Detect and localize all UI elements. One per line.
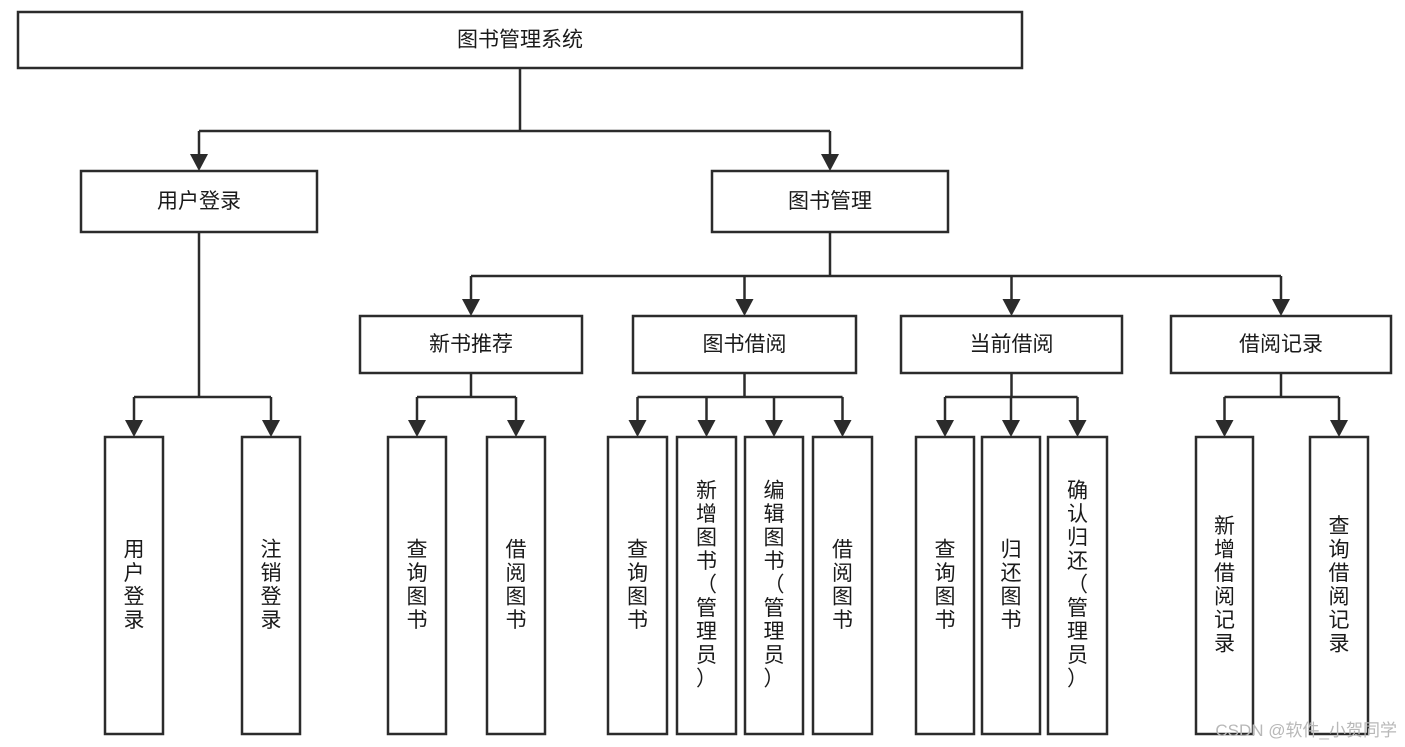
node-label: 当前借阅: [970, 333, 1054, 356]
node-box: [710, 169, 950, 234]
node-label: 确认归还（管理员）: [1067, 479, 1088, 690]
node-label: 图书借阅: [703, 333, 787, 356]
node-label: 新书推荐: [429, 333, 513, 356]
node-box: [240, 435, 302, 736]
node-box: [103, 435, 165, 736]
arrow-head-icon: [1068, 420, 1087, 437]
arrow-head-icon: [507, 420, 525, 437]
node-box: [485, 435, 547, 736]
node-label: 新增借阅记录: [1214, 514, 1235, 655]
node-box: [1308, 435, 1370, 736]
edge-group-user-login: [125, 232, 280, 437]
node-box: [980, 435, 1042, 736]
arrow-head-icon: [462, 299, 480, 316]
node-leaf-confirm-return[interactable]: 确认归还（管理员）: [1046, 435, 1109, 736]
arrow-head-icon: [1002, 420, 1020, 437]
node-box: [606, 435, 669, 736]
edge-group-borrow-record: [1215, 373, 1348, 437]
node-box: [1169, 314, 1393, 375]
edge-group-book-borrow: [628, 373, 852, 437]
node-label: 用户登录: [157, 190, 241, 213]
edge-group-new-book-rec: [408, 373, 525, 437]
arrow-head-icon: [1330, 420, 1348, 437]
node-box: [386, 435, 448, 736]
node-leaf-return-book[interactable]: 归还图书: [980, 435, 1042, 736]
node-box: [914, 435, 976, 736]
node-label: 图书管理系统: [457, 29, 583, 52]
node-leaf-query-book-1[interactable]: 查询图书: [386, 435, 448, 736]
node-box: [743, 435, 805, 736]
node-leaf-user-logout[interactable]: 注销登录: [240, 435, 302, 736]
edge-group-book-manage: [462, 232, 1290, 316]
node-box: [16, 10, 1024, 70]
node-label: 图书管理: [788, 190, 872, 213]
node-box: [811, 435, 874, 736]
node-leaf-user-login[interactable]: 用户登录: [103, 435, 165, 736]
node-book-borrow[interactable]: 图书借阅: [631, 314, 858, 375]
node-label: 查询图书: [627, 538, 648, 632]
node-label: 借阅图书: [832, 538, 853, 632]
node-label: 查询图书: [407, 538, 428, 632]
node-leaf-edit-book[interactable]: 编辑图书（管理员）: [743, 435, 805, 736]
node-user-login[interactable]: 用户登录: [79, 169, 319, 234]
node-borrow-record[interactable]: 借阅记录: [1169, 314, 1393, 375]
arrow-head-icon: [936, 420, 954, 437]
arrow-head-icon: [628, 420, 647, 437]
node-leaf-query-book-2[interactable]: 查询图书: [606, 435, 669, 736]
edge-group-current-borrow: [936, 373, 1087, 437]
node-current-borrow[interactable]: 当前借阅: [899, 314, 1124, 375]
arrow-head-icon: [735, 299, 754, 316]
arrow-head-icon: [765, 420, 783, 437]
node-label: 编辑图书（管理员）: [764, 479, 785, 690]
node-new-book-rec[interactable]: 新书推荐: [358, 314, 584, 375]
arrow-head-icon: [190, 154, 208, 171]
node-label: 注销登录: [261, 538, 282, 632]
arrow-head-icon: [262, 420, 280, 437]
node-box: [675, 435, 738, 736]
node-label: 查询图书: [935, 538, 956, 632]
edge-group-root: [190, 68, 839, 171]
node-box: [1046, 435, 1109, 736]
node-label: 归还图书: [1001, 538, 1022, 632]
node-box: [631, 314, 858, 375]
node-box: [79, 169, 319, 234]
arrow-head-icon: [125, 420, 143, 437]
edge-layer: [125, 68, 1348, 437]
arrow-head-icon: [1272, 299, 1290, 316]
node-box: [358, 314, 584, 375]
arrow-head-icon: [408, 420, 426, 437]
arrow-head-icon: [1002, 299, 1021, 316]
node-label: 借阅图书: [506, 538, 527, 632]
node-box: [1194, 435, 1255, 736]
node-leaf-add-book[interactable]: 新增图书（管理员）: [675, 435, 738, 736]
node-leaf-add-record[interactable]: 新增借阅记录: [1194, 435, 1255, 736]
node-label: 查询借阅记录: [1329, 514, 1350, 655]
node-leaf-query-book-3[interactable]: 查询图书: [914, 435, 976, 736]
arrow-head-icon: [833, 420, 852, 437]
node-root[interactable]: 图书管理系统: [16, 10, 1024, 70]
arrow-head-icon: [697, 420, 716, 437]
node-layer: 图书管理系统用户登录图书管理新书推荐图书借阅当前借阅借阅记录用户登录注销登录查询…: [16, 10, 1393, 736]
node-leaf-borrow-book-1[interactable]: 借阅图书: [485, 435, 547, 736]
node-leaf-borrow-book-2[interactable]: 借阅图书: [811, 435, 874, 736]
arrow-head-icon: [1215, 420, 1234, 437]
node-box: [899, 314, 1124, 375]
node-label: 用户登录: [124, 538, 145, 632]
node-label: 新增图书（管理员）: [696, 479, 717, 690]
arrow-head-icon: [821, 154, 839, 171]
node-leaf-query-record[interactable]: 查询借阅记录: [1308, 435, 1370, 736]
node-book-manage[interactable]: 图书管理: [710, 169, 950, 234]
node-label: 借阅记录: [1239, 333, 1323, 356]
